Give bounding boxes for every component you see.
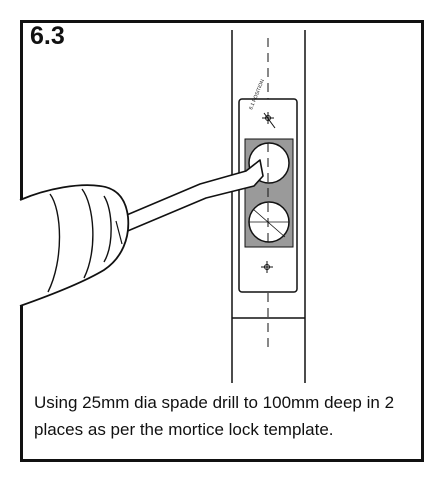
template-fixing-mark [261, 261, 273, 273]
step-number: 6.3 [30, 22, 65, 50]
power-drill [19, 184, 130, 307]
instruction-caption: Using 25mm dia spade drill to 100mm deep… [34, 393, 395, 439]
template-position-mark [262, 112, 276, 129]
spade-drill-bit [109, 159, 264, 236]
